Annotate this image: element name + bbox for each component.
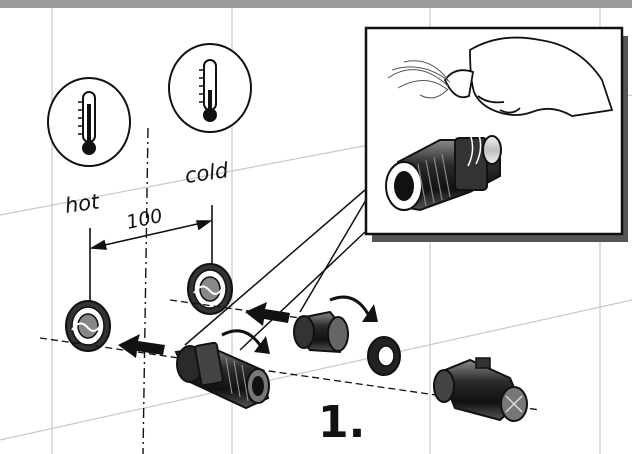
hot-label: hot [63, 189, 101, 218]
rubber-washer [367, 336, 401, 376]
spacing-value: 100 [124, 205, 164, 234]
hand-wrapping-thread-icon [387, 36, 614, 117]
arrow-left-icon [118, 302, 290, 358]
rotate-arrow-icon [221, 295, 378, 354]
s-union-fitting [174, 341, 270, 410]
callout-leader-lines [184, 189, 367, 351]
centerline [142, 127, 149, 454]
threaded-fitting-detail [385, 131, 502, 212]
top-border [0, 0, 632, 8]
cold-wall-outlet [187, 263, 233, 315]
valve-nut-fitting [433, 357, 528, 422]
cold-label: cold [183, 158, 230, 188]
detail-callout [364, 26, 628, 242]
step-number: 1. [318, 397, 365, 448]
cold-thermometer-icon [168, 43, 252, 133]
hot-wall-outlet [65, 300, 111, 352]
adapter-fitting [293, 310, 349, 354]
hot-thermometer-icon [47, 77, 131, 167]
